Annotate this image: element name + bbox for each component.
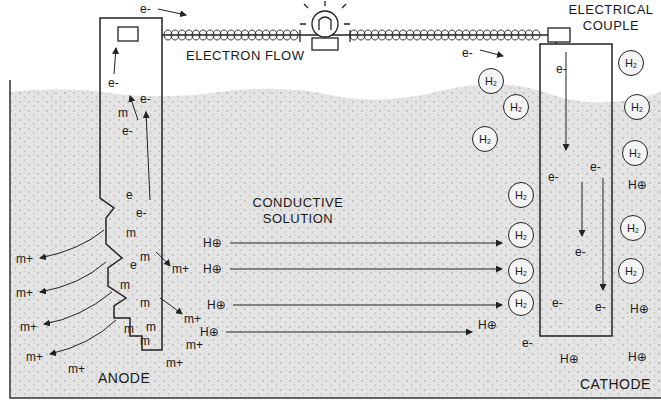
anode-plate: ANODE (100, 18, 162, 350)
plate-outline (540, 44, 612, 336)
metal-atom: m (140, 250, 150, 264)
electron-symbol: e- (575, 245, 586, 259)
tank-wall (10, 80, 661, 398)
metal-ion: m+ (68, 362, 85, 376)
light-bulb (300, 1, 350, 50)
electron-symbol: e (130, 258, 137, 272)
metal-ion: m+ (20, 320, 37, 334)
electron-symbol: e- (140, 92, 151, 106)
metal-atom: m (126, 226, 136, 240)
electron-symbol: e- (108, 76, 119, 90)
cathode-plate: CATHODE (540, 44, 612, 336)
metal-atom: m (124, 322, 134, 336)
electron-symbol: e- (122, 124, 133, 138)
flow-label: ELECTRON FLOW (186, 48, 304, 64)
conductive-solution (10, 84, 661, 398)
hydrogen-molecule: H₂ (503, 94, 529, 120)
electrode-name: ANODE (98, 370, 150, 386)
metal-ion: m+ (184, 312, 201, 326)
metal-ion: m+ (16, 252, 33, 266)
hydrogen-molecule: H₂ (508, 182, 534, 208)
metal-atom: m (146, 320, 156, 334)
hydrogen-molecule: H₂ (618, 50, 644, 76)
metal-atom: m (140, 296, 150, 310)
hydrogen-ion: H⊕ (560, 352, 579, 366)
hydrogen-ion: H⊕ (630, 302, 649, 316)
hydrogen-molecule: H₂ (508, 290, 534, 316)
hydrogen-molecule: H₂ (508, 258, 534, 284)
metal-ion: m+ (26, 350, 43, 364)
hydrogen-ion: H⊕ (203, 236, 222, 250)
hydrogen-ion: H⊕ (628, 178, 647, 192)
hydrogen-molecule: H₂ (618, 258, 644, 284)
part-name: ELECTRICAL COUPLE (565, 2, 657, 34)
hydrogen-molecule: H₂ (508, 222, 534, 248)
electron-symbol: e- (140, 2, 151, 16)
metal-atom: m (120, 278, 130, 292)
electron-symbol: e- (556, 62, 567, 76)
hydrogen-molecule: H₂ (472, 126, 498, 152)
hydrogen-molecule: H₂ (624, 94, 650, 120)
metal-ion: m+ (172, 262, 189, 276)
electron-symbol: e- (590, 160, 601, 174)
hydrogen-ion: H⊕ (478, 318, 497, 332)
hydrogen-molecule: H₂ (620, 215, 646, 241)
electrode-name: CATHODE (580, 376, 651, 392)
metal-ion: m+ (166, 356, 183, 370)
flow-arrows (40, 9, 603, 354)
electron-symbol: e- (522, 336, 533, 350)
electron-symbol: e- (462, 46, 473, 60)
hydrogen-ion: H⊕ (203, 262, 222, 276)
hydrogen-molecule: H₂ (478, 68, 504, 94)
metal-atom: m (140, 334, 150, 348)
metal-ion: m+ (186, 338, 203, 352)
metal-ion: m+ (16, 286, 33, 300)
terminal-clamps (118, 27, 570, 42)
electron-symbol: e- (136, 206, 147, 220)
region-name: CONDUCTIVE SOLUTION (236, 195, 360, 227)
hydrogen-ion: H⊕ (628, 350, 647, 364)
hydrogen-ion: H⊕ (207, 298, 226, 312)
metal-atom: m (118, 106, 128, 120)
hydrogen-molecule: H₂ (622, 140, 648, 166)
hydrogen-ion: H⊕ (200, 325, 219, 339)
electron-symbol: e- (595, 300, 606, 314)
plate-outline (100, 18, 162, 350)
electron-symbol: e- (552, 296, 563, 310)
electron-symbol: e- (548, 170, 559, 184)
coil-windings (164, 30, 540, 40)
electron-symbol: e (126, 188, 133, 202)
